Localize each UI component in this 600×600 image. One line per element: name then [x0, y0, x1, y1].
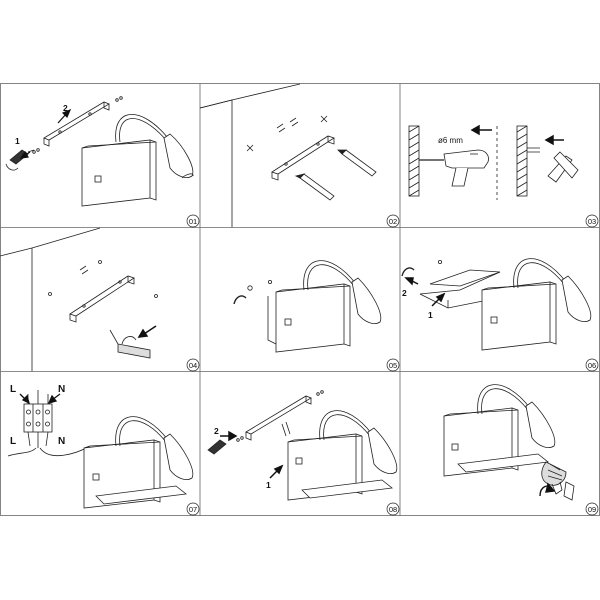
- panel-06-arrows: [404, 277, 446, 307]
- svg-text:08: 08: [389, 505, 397, 514]
- wire-label-neutral-top: N: [58, 384, 65, 395]
- wire-label-live-top: L: [10, 384, 16, 395]
- callout-2: 2: [402, 288, 407, 298]
- svg-text:07: 07: [189, 505, 197, 514]
- svg-text:03: 03: [588, 217, 596, 226]
- wall-plug-icon: [276, 117, 299, 133]
- step-number-08: 08: [386, 502, 400, 516]
- panel-03-drill-and-hammer: [408, 125, 579, 200]
- step-number-01: 01: [186, 214, 200, 228]
- panel-03-arrows: [470, 124, 564, 146]
- panel-07-arrows: [19, 393, 61, 405]
- wire-label-neutral-bottom: N: [58, 436, 65, 447]
- panel-07-wiring-and-lamp: [7, 390, 194, 509]
- screw-icon: [32, 96, 123, 154]
- wall-plug-icon: [79, 265, 89, 275]
- step-number-04: 04: [186, 358, 200, 372]
- panel-08-arrows: [220, 430, 284, 479]
- step-number-02: 02: [386, 214, 400, 228]
- hammer-icon: [547, 151, 579, 183]
- panel-08-bracket-and-lamp: [207, 390, 398, 501]
- panel-01-arrows: [19, 108, 72, 159]
- panel-02-wall-corner: [199, 83, 301, 227]
- panel-06-lamp-and-shelf: [401, 258, 592, 351]
- step-number-06: 06: [585, 358, 599, 372]
- svg-text:01: 01: [189, 217, 197, 226]
- screwdriver-icon: [207, 436, 244, 455]
- drill-diameter-label: ø6 mm: [438, 136, 463, 145]
- wire-label-live-bottom: L: [10, 436, 16, 447]
- pencil-icon: [294, 149, 377, 201]
- panel-05-lamp-box: [233, 260, 382, 353]
- panel-01-lamp-and-bracket: [5, 96, 194, 207]
- panel-04-bracket-mounting: [48, 260, 158, 359]
- callout-1: 1: [428, 310, 433, 320]
- screwdriver-icon: [5, 149, 35, 171]
- svg-text:04: 04: [189, 361, 197, 370]
- svg-text:02: 02: [389, 217, 397, 226]
- panel-09-bulb-install: [443, 384, 575, 501]
- socket-icon: [563, 481, 575, 501]
- bulb-icon: [541, 461, 567, 495]
- mark-cross-icon: [246, 115, 328, 152]
- svg-text:06: 06: [588, 361, 596, 370]
- panel-09-arrows: [539, 482, 556, 497]
- svg-text:09: 09: [588, 505, 596, 514]
- step-number-09: 09: [585, 502, 599, 516]
- panel-04-arrows: [137, 325, 157, 338]
- step-number-07: 07: [186, 502, 200, 516]
- callout-1: 1: [266, 480, 271, 490]
- svg-text:05: 05: [389, 361, 397, 370]
- callout-2: 2: [214, 426, 219, 436]
- panel-02-bracket-on-wall: [246, 115, 377, 201]
- terminal-block-icon: [23, 390, 53, 448]
- drill-icon: [419, 149, 489, 187]
- callout-2: 2: [63, 103, 68, 113]
- panel-04-wall-corner: [0, 227, 101, 371]
- screwdriver-icon: [109, 329, 151, 359]
- callout-1: 1: [15, 136, 20, 146]
- knob-icon: [247, 279, 272, 291]
- step-number-03: 03: [585, 214, 599, 228]
- step-number-05: 05: [386, 358, 400, 372]
